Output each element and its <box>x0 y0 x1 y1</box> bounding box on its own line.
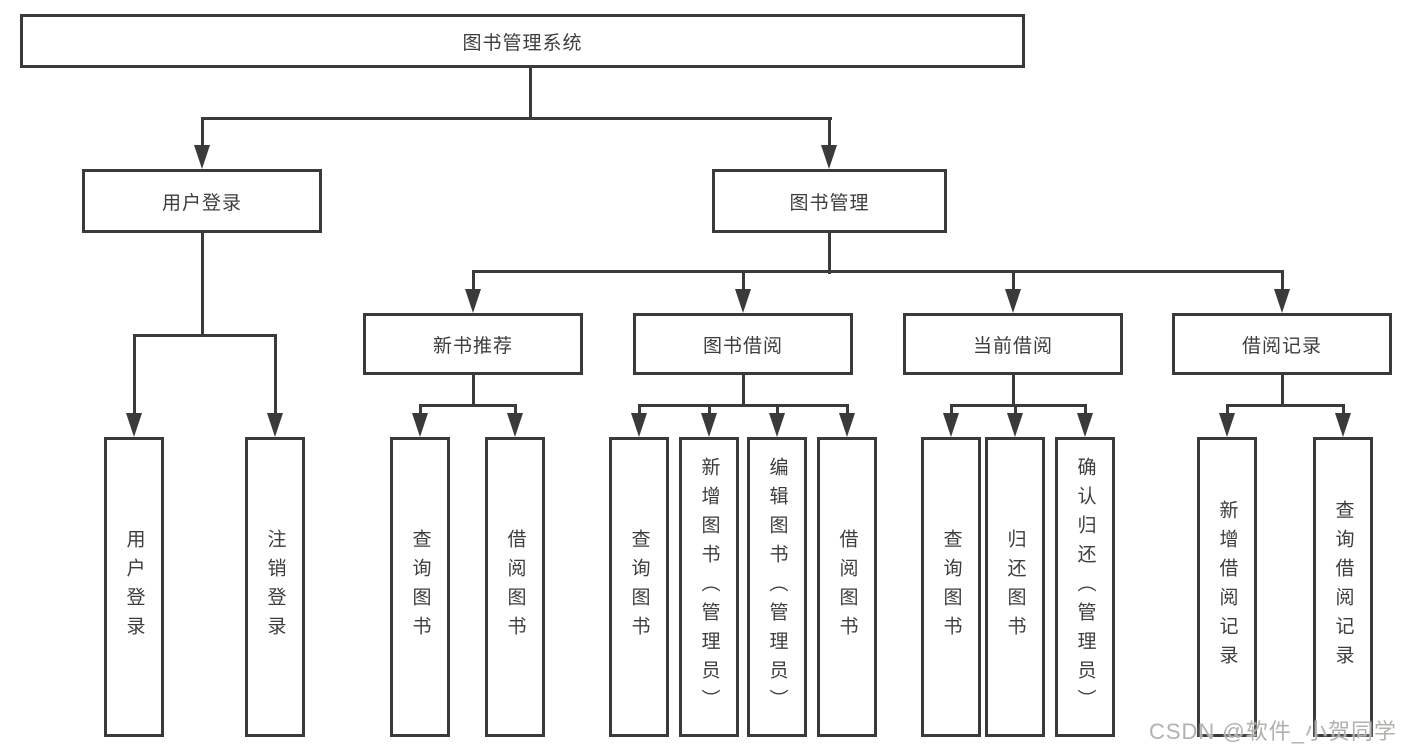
node-leaf-confirm-return-admin: 确认归还（管理员） <box>1055 437 1115 737</box>
arrow-down-icon <box>507 413 523 437</box>
node-leaf-query-borrow-record: 查询借阅记录 <box>1313 437 1373 737</box>
connector-line <box>419 404 517 407</box>
node-user-login: 用户登录 <box>82 169 322 233</box>
arrow-down-icon <box>769 413 785 437</box>
connector-line <box>828 233 831 274</box>
connector-line <box>1342 404 1345 415</box>
node-leaf-query-book-current: 查询图书 <box>921 437 981 737</box>
connector-line <box>274 334 277 415</box>
node-leaf-query-book-recommend: 查询图书 <box>390 437 450 737</box>
arrow-down-icon <box>465 289 481 313</box>
connector-line <box>1012 375 1015 407</box>
connector-line <box>419 404 422 415</box>
connector-line <box>472 375 475 407</box>
arrow-down-icon <box>1007 413 1023 437</box>
arrow-down-icon <box>821 145 837 169</box>
connector-line <box>776 404 779 415</box>
node-book-borrow: 图书借阅 <box>633 313 853 375</box>
node-current-borrow: 当前借阅 <box>903 313 1123 375</box>
connector-line <box>638 404 849 407</box>
connector-line <box>846 404 849 415</box>
node-leaf-user-login: 用户登录 <box>104 437 164 737</box>
node-leaf-edit-book-admin: 编辑图书（管理员） <box>747 437 807 737</box>
connector-line <box>133 334 277 337</box>
arrow-down-icon <box>1077 413 1093 437</box>
connector-line <box>529 68 532 118</box>
node-leaf-logout: 注销登录 <box>245 437 305 737</box>
connector-line <box>201 233 204 337</box>
arrow-down-icon <box>194 145 210 169</box>
arrow-down-icon <box>1335 413 1351 437</box>
arrow-down-icon <box>701 413 717 437</box>
csdn-watermark: CSDN @软件_小贺同学 <box>1148 719 1397 744</box>
connector-line <box>201 117 832 120</box>
node-leaf-add-borrow-record: 新增借阅记录 <box>1197 437 1257 737</box>
node-new-book-recommend: 新书推荐 <box>363 313 583 375</box>
arrow-down-icon <box>1274 289 1290 313</box>
node-root-system: 图书管理系统 <box>20 14 1025 68</box>
connector-line <box>950 404 953 415</box>
node-leaf-add-book-admin: 新增图书（管理员） <box>679 437 739 737</box>
arrow-down-icon <box>126 413 142 437</box>
node-book-management: 图书管理 <box>712 169 947 233</box>
connector-line <box>742 375 745 407</box>
connector-line <box>950 404 1087 407</box>
connector-line <box>1012 270 1015 291</box>
node-leaf-return-book: 归还图书 <box>985 437 1045 737</box>
node-borrow-records: 借阅记录 <box>1172 313 1392 375</box>
connector-line <box>708 404 711 415</box>
connector-line <box>1084 404 1087 415</box>
connector-line <box>638 404 641 415</box>
arrow-down-icon <box>943 413 959 437</box>
connector-line <box>472 270 475 291</box>
connector-line <box>742 270 745 291</box>
connector-line <box>472 270 1284 273</box>
arrow-down-icon <box>631 413 647 437</box>
node-leaf-query-book-borrow: 查询图书 <box>609 437 669 737</box>
connector-line <box>1281 375 1284 407</box>
arrow-down-icon <box>839 413 855 437</box>
connector-line <box>1226 404 1345 407</box>
arrow-down-icon <box>735 289 751 313</box>
connector-line <box>1281 270 1284 291</box>
node-leaf-borrow-book-recommend: 借阅图书 <box>485 437 545 737</box>
arrow-down-icon <box>1219 413 1235 437</box>
arrow-down-icon <box>267 413 283 437</box>
arrow-down-icon <box>1005 289 1021 313</box>
connector-line <box>1226 404 1229 415</box>
connector-line <box>828 117 831 146</box>
connector-line <box>514 404 517 415</box>
connector-line <box>1014 404 1017 415</box>
arrow-down-icon <box>412 413 428 437</box>
node-leaf-borrow-book: 借阅图书 <box>817 437 877 737</box>
connector-line <box>133 334 136 415</box>
connector-line <box>201 117 204 146</box>
